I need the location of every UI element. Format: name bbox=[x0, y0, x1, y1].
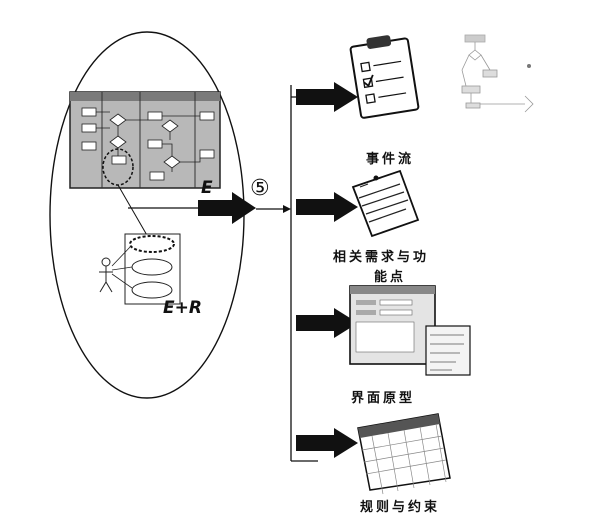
arrow-rules bbox=[296, 428, 358, 458]
step-marker: ⑤ bbox=[250, 176, 270, 201]
clipboard-icon bbox=[349, 35, 420, 119]
annotation-e: E bbox=[201, 178, 213, 198]
note-paper-icon bbox=[351, 169, 420, 238]
label-requirements-line2: 能点 bbox=[374, 270, 407, 285]
swimlane-flowchart bbox=[69, 91, 221, 189]
arrow-event-flow bbox=[296, 82, 358, 112]
annotation-e-plus-r: E+R bbox=[163, 298, 202, 318]
ui-window-icon bbox=[349, 285, 471, 376]
label-rules-constraints: 规则与约束 bbox=[360, 500, 441, 515]
calendar-icon bbox=[357, 413, 451, 495]
main-arrow bbox=[198, 192, 256, 224]
arrow-ui-prototype bbox=[296, 308, 358, 338]
label-ui-prototype: 界面原型 bbox=[351, 391, 416, 406]
activity-diagram bbox=[461, 34, 534, 113]
link-line bbox=[117, 184, 149, 238]
label-requirements-line1: 相关需求与功 bbox=[333, 250, 430, 265]
label-event-flow: 事件流 bbox=[366, 152, 415, 167]
arrow-requirements bbox=[296, 192, 358, 222]
use-case-diagram bbox=[99, 233, 181, 305]
